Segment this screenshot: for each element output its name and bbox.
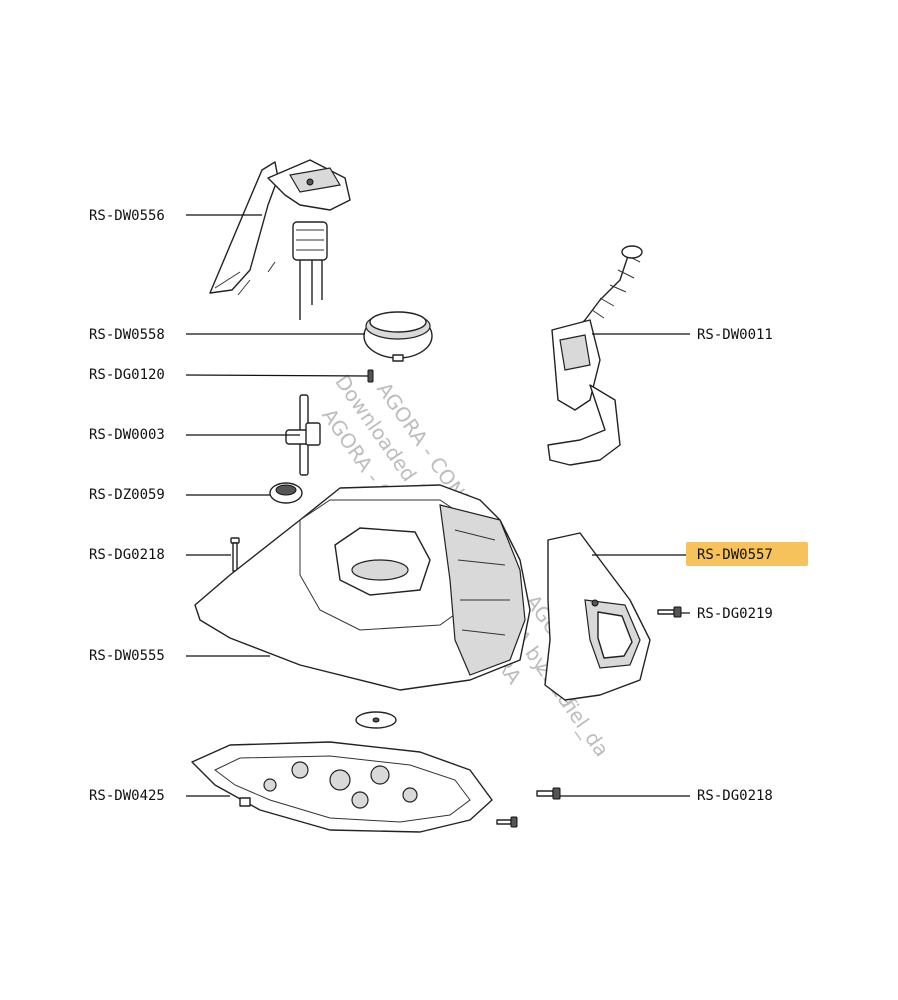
label-rs-dz0059[interactable]: RS-DZ0059 (89, 487, 165, 503)
part-dw0558-drawing (363, 311, 433, 362)
label-rs-dg0218-left[interactable]: RS-DG0218 (89, 547, 165, 563)
part-dw0555-drawing (194, 484, 531, 691)
label-rs-dw0557[interactable]: RS-DW0557 (697, 547, 773, 563)
label-rs-dg0218-right[interactable]: RS-DG0218 (697, 788, 773, 804)
washer-disc-drawing (355, 711, 397, 729)
part-dg0219-drawing (657, 606, 682, 618)
label-rs-dw0558[interactable]: RS-DW0558 (89, 327, 165, 343)
label-rs-dw0556[interactable]: RS-DW0556 (89, 208, 165, 224)
label-rs-dg0120[interactable]: RS-DG0120 (89, 367, 165, 383)
label-rs-dw0425[interactable]: RS-DW0425 (89, 788, 165, 804)
part-dw0011-drawing (547, 245, 643, 466)
part-dw0425-drawing (191, 741, 493, 833)
label-rs-dw0003[interactable]: RS-DW0003 (89, 427, 165, 443)
part-dz0059-drawing (269, 482, 303, 504)
label-rs-dg0219[interactable]: RS-DG0219 (697, 606, 773, 622)
highlight-dw0557 (686, 542, 808, 566)
label-rs-dw0011[interactable]: RS-DW0011 (697, 327, 773, 343)
part-labels: RS-DW0556 RS-DW0558 RS-DG0120 RS-DW0003 … (89, 208, 773, 804)
leader-dg0120 (185, 374, 369, 377)
part-dw0557-drawing (544, 532, 651, 701)
leader-lines (185, 214, 690, 797)
part-dw0556-drawing (209, 159, 351, 320)
part-dg0120-drawing (367, 369, 374, 383)
label-rs-dw0555[interactable]: RS-DW0555 (89, 648, 165, 664)
part-dg0218-left-drawing (230, 537, 240, 572)
part-dg0218-right-drawing (496, 787, 561, 828)
